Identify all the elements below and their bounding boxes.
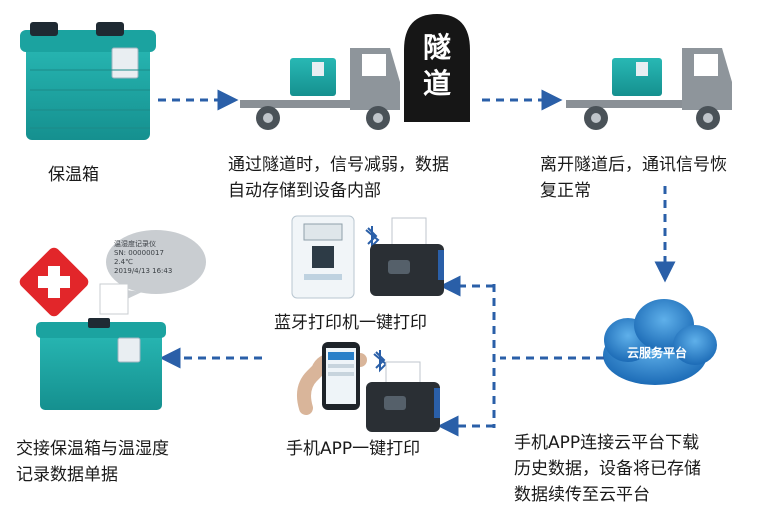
label-tunnel-line2: 自动存储到设备内部 — [228, 181, 381, 201]
label-exit-line1: 离开隧道后，通讯信号恢 — [540, 155, 727, 175]
bluetooth-icon — [365, 226, 380, 249]
label-cloud-sync: 手机APP连接云平台下载 历史数据，设备将已存储 数据续传至云平台 — [514, 430, 701, 508]
medical-cross-icon — [19, 247, 89, 317]
bluetooth-printer — [370, 217, 444, 296]
cloud-label: 云服务平台 — [626, 346, 687, 360]
truck-in-tunnel — [240, 48, 400, 130]
receipt-line: 2019/4/13 16:43 — [114, 267, 173, 275]
label-handover-line1: 交接保温箱与温湿度 — [16, 439, 169, 459]
bluetooth-icon — [373, 350, 388, 373]
tunnel-sign: 隧 道 — [404, 30, 470, 102]
receipt-paper — [99, 283, 129, 315]
data-logger-device — [291, 215, 355, 299]
label-handover-line2: 记录数据单据 — [16, 465, 118, 485]
receipt-line: 2.4℃ — [114, 258, 133, 266]
label-app-print: 手机APP一键打印 — [286, 439, 421, 459]
label-tunnel: 通过隧道时，信号减弱，数据 自动存储到设备内部 — [228, 152, 449, 204]
tunnel-char-1: 隧 — [422, 31, 451, 64]
label-exit-line2: 复正常 — [540, 181, 591, 201]
tunnel-icon — [404, 14, 470, 122]
label-handover: 交接保温箱与温湿度 记录数据单据 — [16, 436, 169, 488]
phone-image — [297, 342, 367, 415]
truck-exit — [566, 48, 732, 130]
receipt-bubble — [106, 230, 206, 294]
tunnel-char-2: 道 — [422, 67, 451, 100]
label-tunnel-line1: 通过隧道时，信号减弱，数据 — [228, 155, 449, 175]
receipt-line: SN: 00000017 — [114, 249, 164, 257]
receipt-line: 温湿度记录仪 — [114, 240, 156, 248]
cloud-icon — [603, 299, 717, 385]
label-cloud-line1: 手机APP连接云平台下载 — [514, 433, 700, 453]
receipt-text: 温湿度记录仪 SN: 00000017 2.4℃ 2019/4/13 16:43 — [114, 240, 172, 276]
portable-printer — [366, 361, 440, 432]
label-bt-print: 蓝牙打印机一键打印 — [274, 313, 427, 333]
cooler-box-large — [20, 22, 156, 140]
label-cloud-line2: 历史数据，设备将已存储 — [514, 459, 701, 479]
label-cloud-line3: 数据续传至云平台 — [514, 485, 650, 505]
cooler-box-handover — [36, 318, 166, 410]
label-cooler: 保温箱 — [48, 165, 99, 185]
label-exit: 离开隧道后，通讯信号恢 复正常 — [540, 152, 727, 204]
